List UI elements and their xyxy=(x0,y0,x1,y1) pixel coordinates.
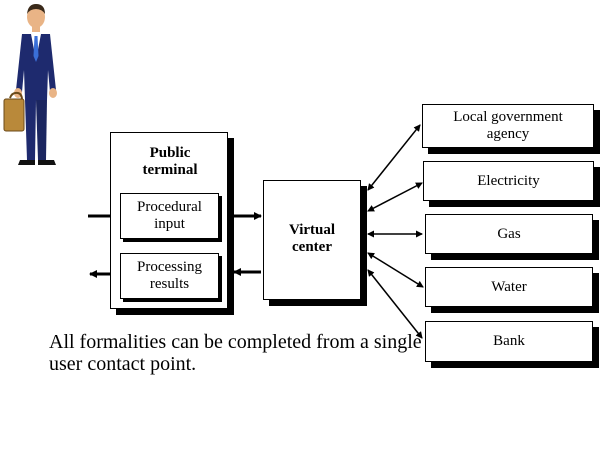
procedural-input-box: Procedural input xyxy=(120,193,219,239)
arrow-center-water xyxy=(367,252,424,288)
service-box-water: Water xyxy=(425,267,593,307)
businessman-with-briefcase-icon xyxy=(3,4,57,165)
service-label-bank: Bank xyxy=(493,333,525,349)
procedural-input-label: Procedural input xyxy=(137,199,202,232)
arrow-center-local-government xyxy=(367,124,421,191)
service-label-gas: Gas xyxy=(497,225,521,242)
processing-results-label: Processing results xyxy=(137,259,202,292)
public-terminal-title: Public terminal xyxy=(142,145,198,178)
virtual-center-label: Virtual center xyxy=(288,222,336,255)
processing-results-box: Processing results xyxy=(120,253,219,299)
service-label-local-government: Local government agency xyxy=(453,109,563,142)
service-box-local-government: Local government agency xyxy=(422,104,594,148)
virtual-center-box: Virtual center xyxy=(263,180,361,300)
caption: All formalities can be completed from a … xyxy=(49,331,422,375)
service-box-electricity: Electricity xyxy=(423,161,594,201)
service-box-bank: Bank xyxy=(425,321,593,362)
service-label-electricity: Electricity xyxy=(477,172,540,189)
arrow-center-electricity xyxy=(367,182,423,212)
service-label-water: Water xyxy=(491,278,527,295)
arrow-center-bank xyxy=(367,269,423,339)
service-box-gas: Gas xyxy=(425,214,593,254)
